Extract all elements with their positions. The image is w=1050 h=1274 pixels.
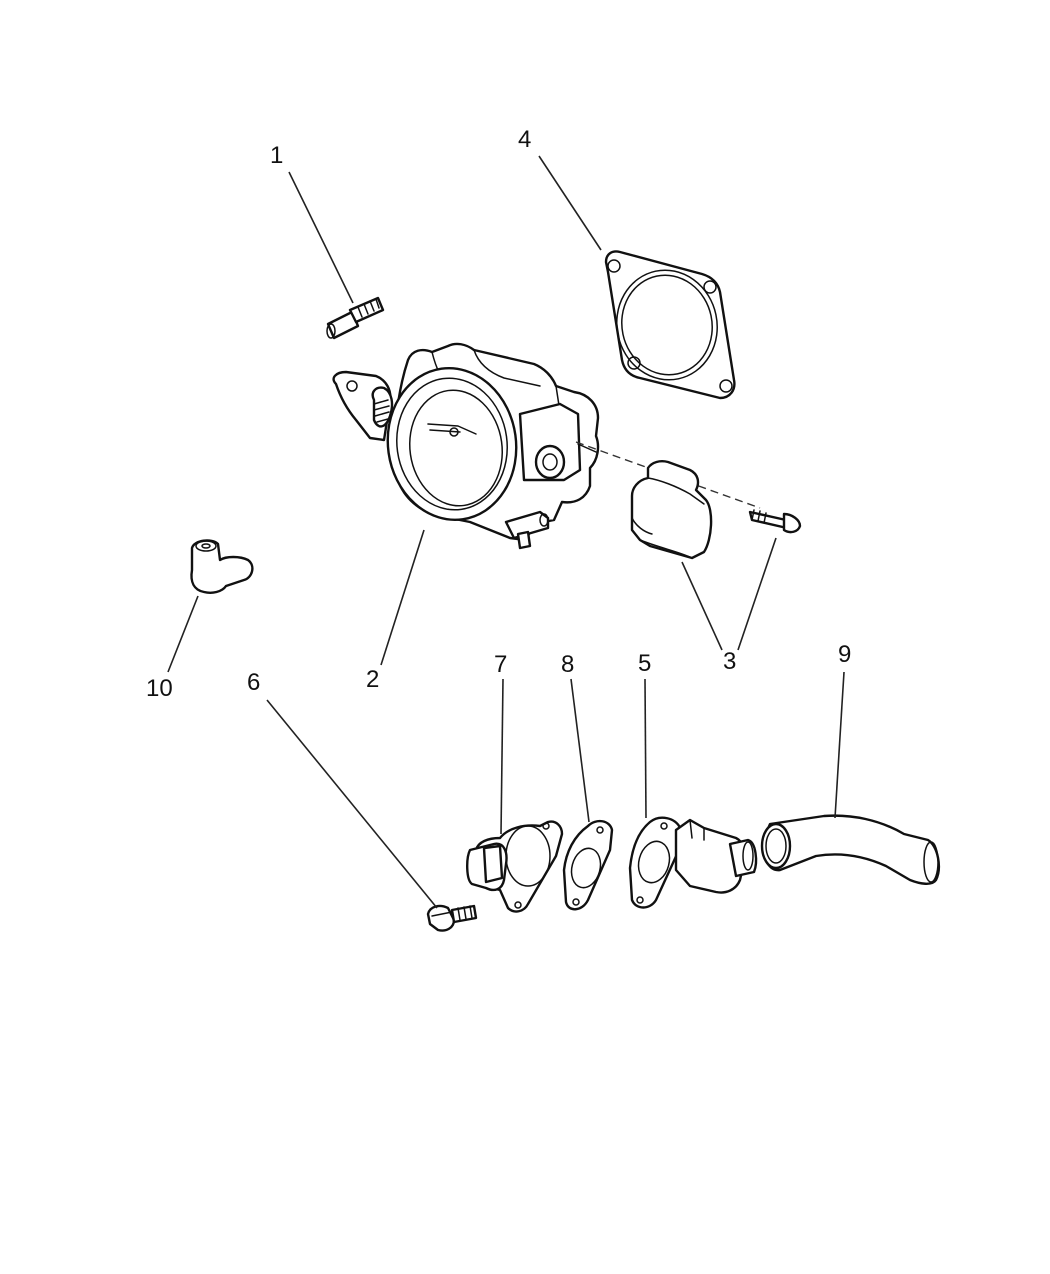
callout-7: 7 [494, 651, 507, 678]
callout-labels: 1 2 3 4 5 6 7 8 9 10 [146, 126, 851, 702]
leader-3a [681, 561, 723, 651]
part-6-bolt [426, 904, 478, 932]
part-3-sensor-and-screw [575, 441, 802, 560]
callout-8: 8 [561, 651, 574, 678]
leader-9 [834, 671, 845, 819]
leader-2 [380, 529, 425, 666]
part-9-hose [760, 814, 940, 885]
leader-10 [167, 595, 199, 673]
callout-6: 6 [247, 669, 260, 696]
callout-9: 9 [838, 641, 851, 668]
leader-6 [266, 699, 438, 909]
part-7-idle-air-motor [466, 820, 564, 913]
callout-10: 10 [146, 675, 173, 702]
leader-8 [570, 678, 590, 823]
part-1-screw [326, 296, 385, 340]
callout-2: 2 [366, 666, 379, 693]
part-4-gasket [604, 250, 736, 400]
part-10-elbow-cap [190, 539, 254, 594]
callout-1: 1 [270, 142, 283, 169]
leader-1 [288, 171, 354, 304]
part-5-adapter [628, 816, 758, 909]
part-2-throttle-body [332, 342, 600, 550]
callout-5: 5 [638, 650, 651, 677]
leader-7 [500, 678, 504, 835]
callout-3: 3 [723, 648, 736, 675]
callout-4: 4 [518, 126, 531, 153]
part-8-gasket [562, 819, 614, 911]
leader-lines [167, 155, 845, 909]
leader-3b [737, 537, 777, 651]
leader-4 [538, 155, 602, 251]
leader-5 [644, 678, 647, 819]
